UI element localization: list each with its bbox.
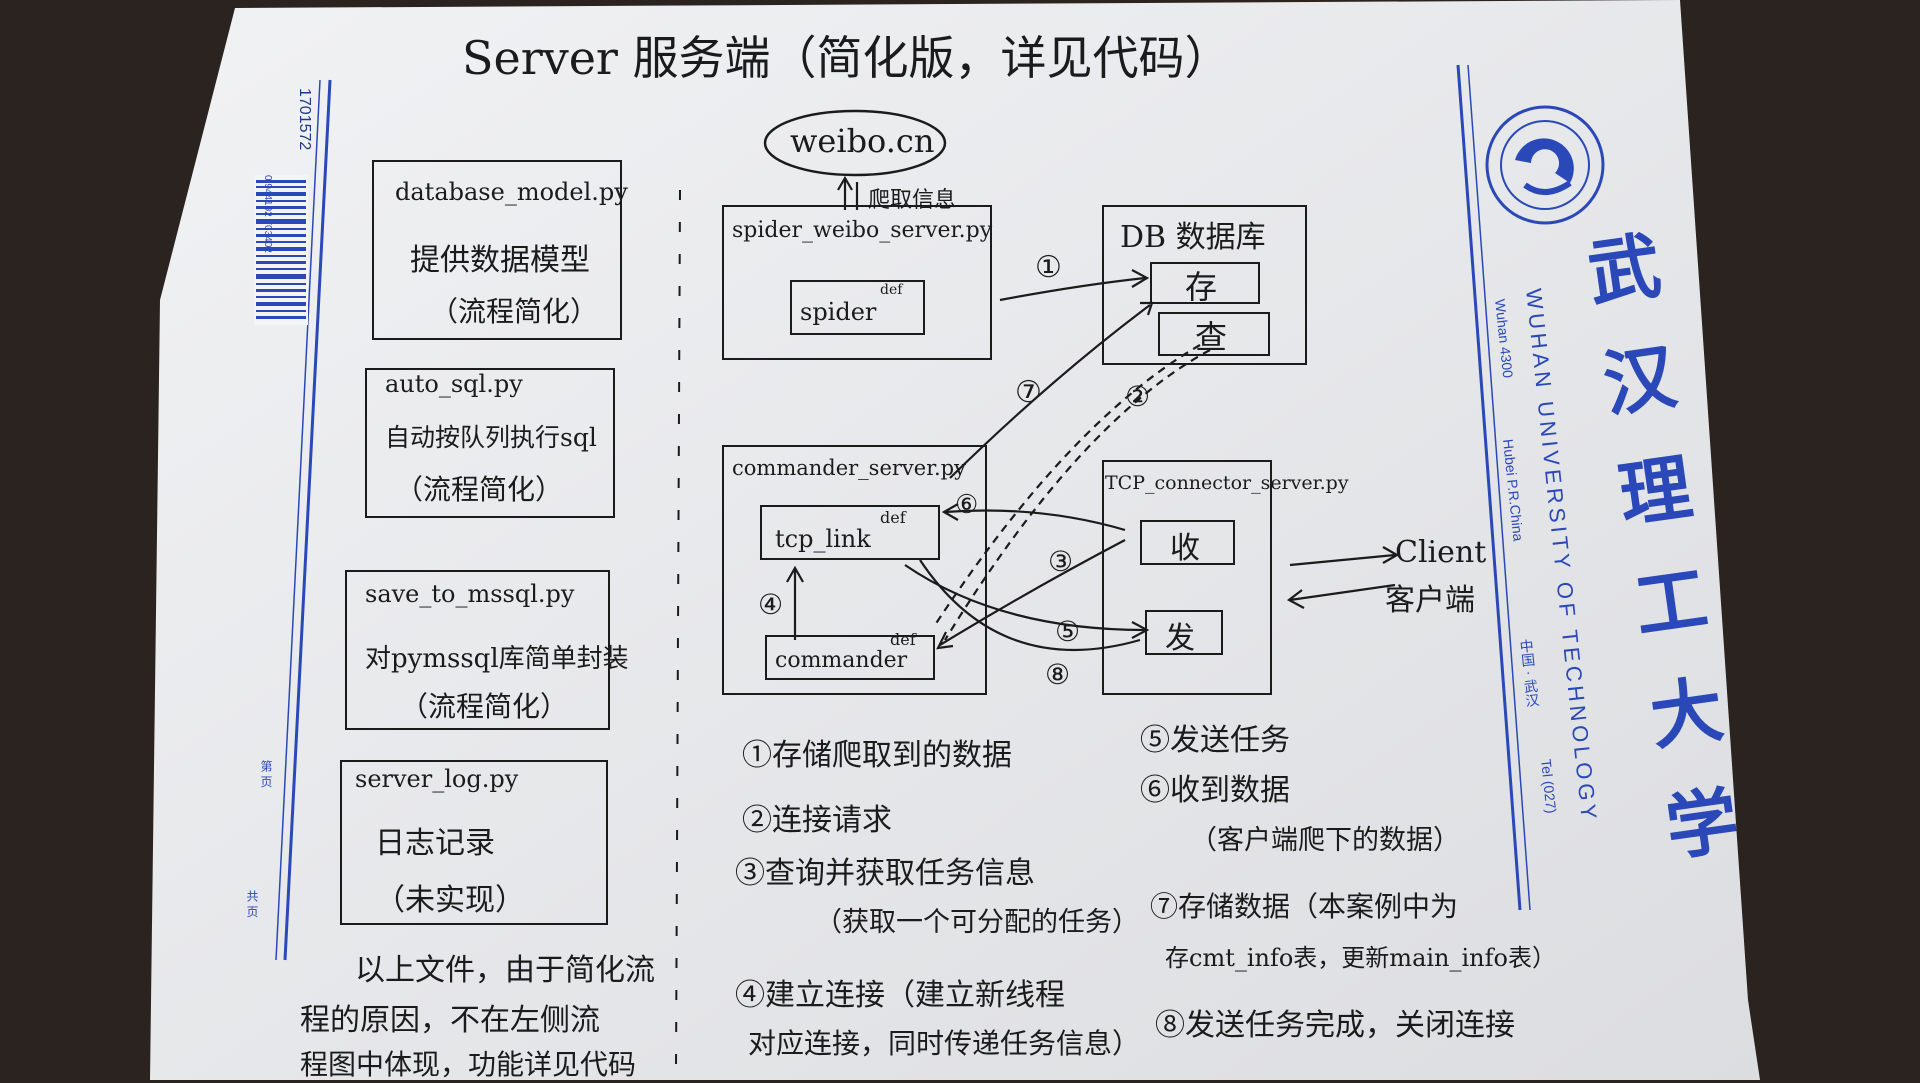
client-label-en: Client	[1395, 535, 1487, 570]
legend-item: ⑤发送任务	[1140, 723, 1290, 758]
recv-label: 收	[1170, 531, 1200, 566]
tcp-server-name: TCP_connector_server.py	[1105, 472, 1349, 494]
commander-box	[765, 635, 935, 680]
db-store-label: 存	[1185, 268, 1218, 306]
tcp-link-def: def	[880, 508, 906, 527]
legend-item: ⑦存储数据（本案例中为	[1150, 890, 1459, 923]
db-query-box	[1158, 312, 1270, 356]
file-desc: 提供数据模型	[410, 243, 590, 278]
left-note-line: 程的原因，不在左侧流	[300, 1003, 600, 1038]
db-store-box	[1150, 262, 1260, 304]
file-name: server_log.py	[355, 765, 519, 793]
tcp-link-label: tcp_link	[775, 525, 871, 553]
weibo-cloud-shape	[763, 109, 947, 177]
page-label-right: 共 页	[245, 890, 259, 918]
step-marker: ⑥	[955, 490, 979, 520]
commander-def: def	[890, 630, 916, 649]
legend-item: （客户端爬下的数据）	[1190, 825, 1460, 856]
send-box	[1145, 610, 1223, 655]
spider-server-name: spider_weibo_server.py	[732, 218, 993, 243]
step-marker: ⑦	[1015, 375, 1042, 410]
tcp-link-box	[760, 505, 940, 560]
step-marker: ④	[758, 588, 784, 621]
file-note: （流程简化）	[430, 295, 599, 328]
commander-server-name: commander_server.py	[732, 456, 966, 480]
spider-def-label: def	[880, 282, 903, 298]
send-label: 发	[1165, 621, 1195, 656]
step-marker: ②	[1125, 380, 1151, 413]
db-title: DB 数据库	[1120, 220, 1266, 255]
file-name: auto_sql.py	[385, 370, 523, 398]
step-marker: ⑧	[1045, 658, 1071, 691]
barcode	[254, 175, 308, 325]
page-title: Server 服务端（简化版，详见代码）	[462, 31, 1231, 85]
spider-server-box	[722, 205, 992, 360]
file-box-database-model	[372, 160, 622, 340]
legend-item: ④建立连接（建立新线程	[735, 978, 1065, 1013]
recv-box	[1140, 520, 1235, 565]
left-note-line: 程图中体现，功能详见代码	[300, 1048, 637, 1081]
legend-item: ③查询并获取任务信息	[735, 856, 1035, 891]
file-name: database_model.py	[395, 178, 628, 206]
step-marker: ③	[1048, 545, 1074, 578]
page-label-left: 第 页	[259, 760, 273, 788]
barcode-digits: 0 944192 703402	[262, 175, 273, 253]
legend-item: ⑧发送任务完成，关闭连接	[1155, 1008, 1515, 1043]
step-marker: ①	[1035, 250, 1062, 285]
university-logo-icon	[1485, 105, 1605, 225]
file-box-auto-sql	[365, 368, 615, 518]
tcp-server-box	[1102, 460, 1272, 695]
legend-item: 存cmt_info表，更新main_info表）	[1165, 944, 1556, 972]
commander-label: commander	[775, 648, 908, 673]
legend-item: 对应连接，同时传递任务信息）	[748, 1027, 1141, 1060]
step-marker: ⑤	[1055, 615, 1081, 648]
spider-inner-box	[790, 280, 925, 335]
commander-server-box	[722, 445, 987, 695]
weibo-cloud-label: weibo.cn	[790, 122, 935, 160]
file-box-server-log	[340, 760, 608, 925]
file-desc: 自动按队列执行sql	[385, 423, 597, 452]
legend-item: ①存储爬取到的数据	[742, 738, 1012, 773]
left-note-line: 以上文件，由于简化流	[355, 953, 655, 988]
file-note: （流程简化）	[400, 690, 569, 723]
file-box-save-to-mssql	[345, 570, 610, 730]
file-name: save_to_mssql.py	[365, 580, 575, 608]
spider-inner-label: spider	[800, 298, 877, 326]
legend-item: ⑥收到数据	[1140, 773, 1290, 808]
file-note: （未实现）	[375, 883, 525, 918]
file-desc: 日志记录	[375, 826, 495, 861]
crawl-note: 爬取信息	[868, 188, 957, 213]
db-box	[1102, 205, 1307, 365]
legend-item: ②连接请求	[742, 803, 892, 838]
legend-item: （获取一个可分配的任务）	[815, 907, 1139, 938]
client-label-zh: 客户端	[1385, 583, 1475, 618]
db-query-label: 查	[1195, 318, 1228, 356]
barcode-number: 1701572	[296, 88, 313, 151]
file-note: （流程简化）	[395, 473, 564, 506]
file-desc: 对pymssql库简单封装	[365, 644, 629, 674]
